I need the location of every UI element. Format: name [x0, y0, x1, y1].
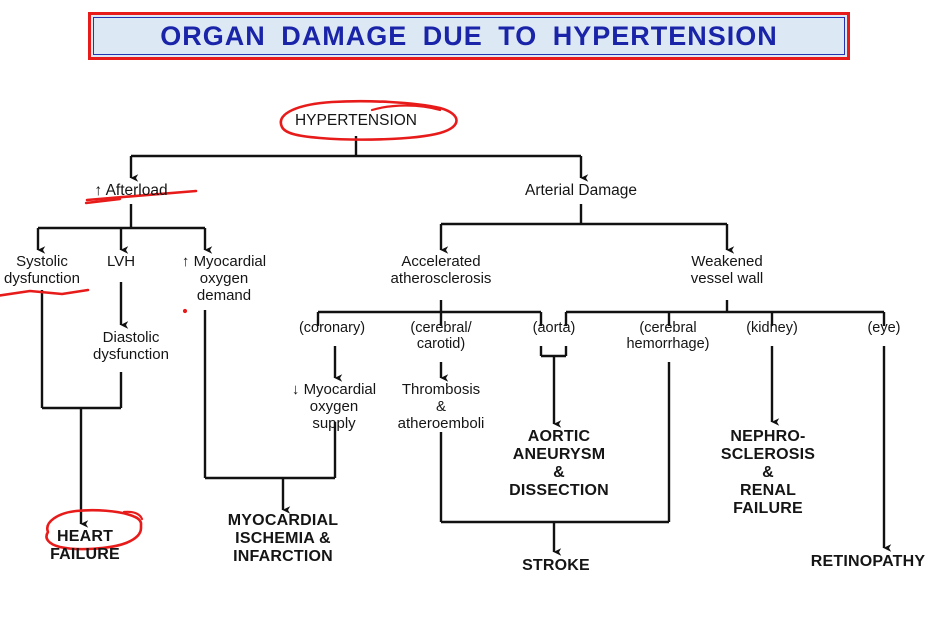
annotation-circle-heart-failure-stroke2	[122, 510, 144, 521]
annotation-circle-hypertension	[279, 99, 458, 141]
node-afterload: ↑ Afterload	[94, 182, 168, 199]
node-arterial-damage: Arterial Damage	[525, 182, 637, 199]
node-weakened-vessel-wall: Weakened vessel wall	[690, 253, 764, 287]
node-cerebral-carotid: (cerebral/ carotid)	[410, 320, 472, 353]
annotation-strike-afterload	[85, 189, 198, 202]
node-kidney: (kidney)	[746, 320, 798, 336]
node-coronary: (coronary)	[298, 320, 366, 336]
node-cerebral-hemorrhage: (cerebral hemorrhage)	[626, 320, 710, 353]
node-systolic-dysfunction: Systolic dysfunction	[4, 253, 80, 287]
node-myocardial-infarction: MYOCARDIAL ISCHEMIA & INFARCTION	[227, 512, 339, 565]
annotation-strike-afterload-tail	[84, 197, 122, 205]
page-title: ORGAN DAMAGE DUE TO HYPERTENSION	[160, 20, 778, 51]
node-hypertension: HYPERTENSION	[294, 112, 418, 129]
node-diastolic-dysfunction: Diastolic dysfunction	[93, 329, 169, 363]
annotation-circle-hypertension-stroke2	[370, 104, 442, 112]
node-thrombosis-atheroemboli: Thrombosis & atheroemboli	[397, 381, 485, 432]
annotation-dot-demand	[182, 308, 188, 314]
node-myocardial-oxygen-supply: ↓ Myocardial oxygen supply	[291, 381, 377, 432]
node-stroke: STROKE	[522, 557, 590, 574]
node-accelerated-atherosclerosis: Accelerated atherosclerosis	[390, 253, 492, 287]
node-retinopathy: RETINOPATHY	[810, 553, 926, 570]
node-nephrosclerosis: NEPHRO- SCLEROSIS & RENAL FAILURE	[720, 428, 816, 517]
node-aorta: (aorta)	[532, 320, 576, 336]
node-aortic-aneurysm: AORTIC ANEURYSM & DISSECTION	[509, 428, 609, 499]
node-lvh: LVH	[106, 253, 136, 270]
annotation-underline-systolic	[0, 288, 90, 297]
node-heart-failure: HEART FAILURE	[50, 528, 120, 563]
node-myocardial-oxygen-demand: ↑ Myocardial oxygen demand	[181, 253, 267, 304]
node-eye: (eye)	[867, 320, 901, 336]
annotation-circle-heart-failure	[45, 508, 143, 551]
